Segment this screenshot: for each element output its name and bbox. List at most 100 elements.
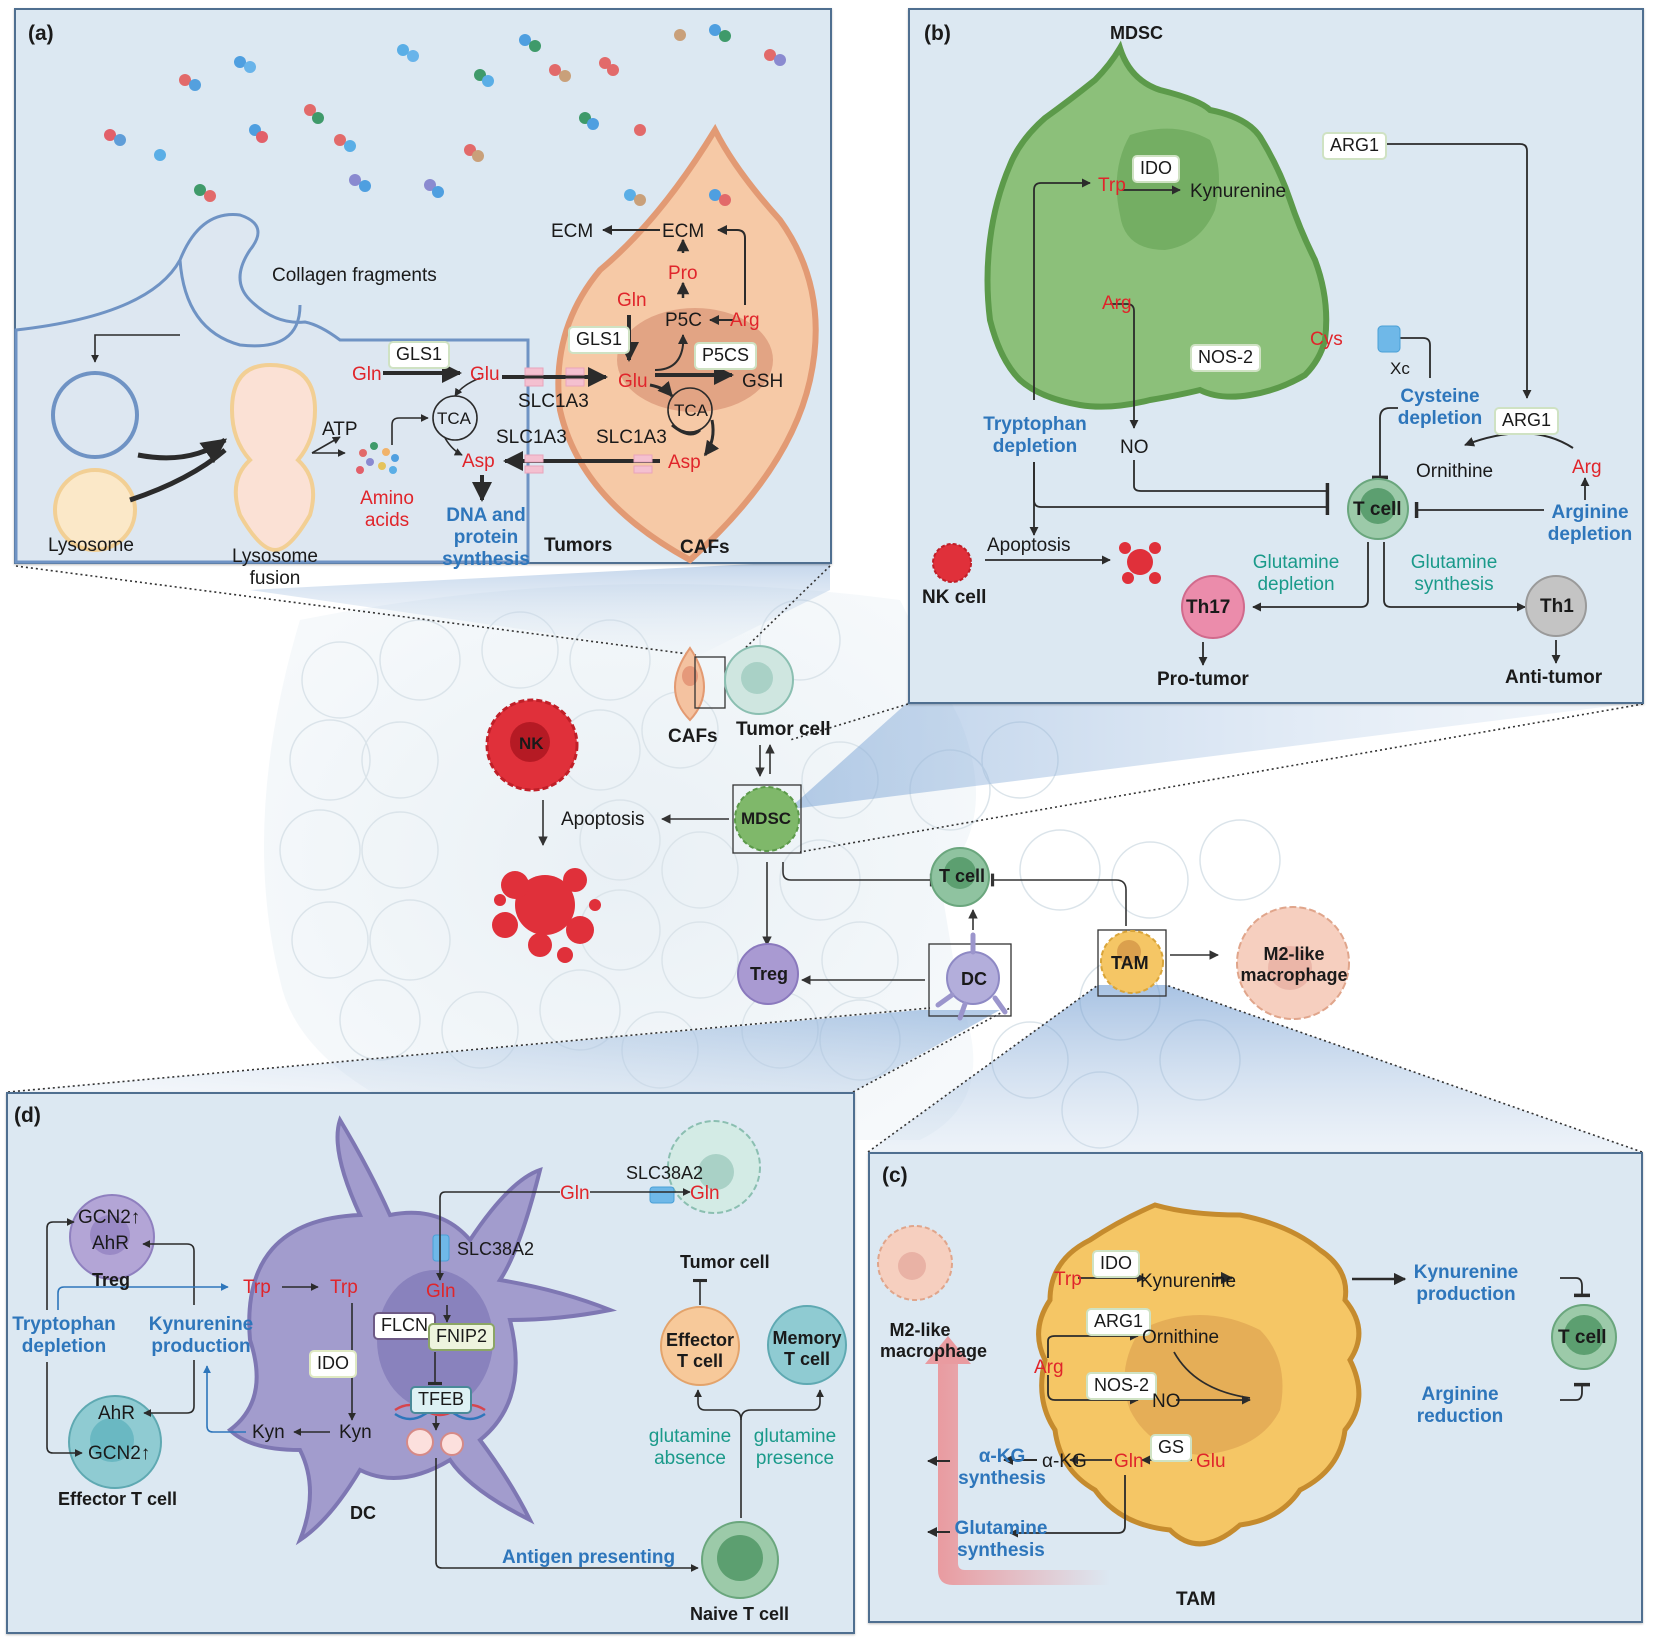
d-tryptophan-depletion: Tryptophan depletion xyxy=(4,1314,124,1358)
slc38a2-transporter-tumor-icon xyxy=(649,1186,675,1204)
b-t-cell-label: T cell xyxy=(1353,499,1402,520)
d-glutamine-presence-line2: presence xyxy=(755,1447,835,1469)
b-th17-label: Th17 xyxy=(1186,597,1231,618)
lysosome-label: Lysosome xyxy=(48,535,134,556)
b-nk-cell-label: NK cell xyxy=(922,587,987,608)
amino-acids-label: Amino acids xyxy=(352,488,422,532)
caf-gsh: GSH xyxy=(742,371,784,392)
dna-line1: DNA and xyxy=(446,505,526,526)
ecm-outer: ECM xyxy=(551,221,594,242)
c-ido-enzyme: IDO xyxy=(1092,1250,1141,1278)
c-m2-line2: macrophage xyxy=(880,1340,988,1361)
d-tryptophan-line1: Tryptophan xyxy=(12,1314,116,1335)
tumor-tca: TCA xyxy=(437,409,471,428)
b-pro-tumor: Pro-tumor xyxy=(1157,669,1249,690)
collagen-fragments-label: Collagen fragments xyxy=(272,265,437,286)
d-trp-out: Trp xyxy=(243,1277,271,1298)
center-mdsc-label: MDSC xyxy=(741,809,792,828)
d-gln-tumor: Gln xyxy=(690,1183,720,1204)
d-trp-in: Trp xyxy=(330,1277,358,1298)
lysosome-vesicle-icon xyxy=(406,1428,434,1456)
caf-p5c: P5C xyxy=(665,310,702,331)
caf-gln: Gln xyxy=(617,290,647,311)
d-effector-cell-label: Effector T cell xyxy=(660,1330,740,1371)
d-tumor-cell-label: Tumor cell xyxy=(680,1252,770,1272)
b-glutamine-synthesis-line2: synthesis xyxy=(1414,573,1494,595)
b-arg-right: Arg xyxy=(1572,457,1602,478)
up-arrow-icon: ↑ xyxy=(130,1207,141,1228)
c-kynurenine-line1: Kynurenine xyxy=(1413,1262,1519,1283)
center-m2-label: M2-like macrophage xyxy=(1232,944,1356,985)
th1-cell-icon xyxy=(1525,575,1587,637)
tumor-gls1-enzyme: GLS1 xyxy=(388,341,451,369)
b-cysteine-line2: depletion xyxy=(1397,407,1483,429)
collagen-fragments-icon xyxy=(104,24,786,206)
apoptotic-nk-fragments-icon xyxy=(492,868,601,963)
d-tryptophan-line2: depletion xyxy=(21,1335,107,1357)
b-tryptophan-line1: Tryptophan xyxy=(983,414,1087,435)
center-tumor-cell-label: Tumor cell xyxy=(736,719,831,740)
lysosome-fusion-icon xyxy=(229,362,318,553)
d-kyn-out: Kyn xyxy=(252,1422,285,1443)
slc1a3-top-label: SLC1A3 xyxy=(518,391,589,412)
d-memory-cell-icon xyxy=(767,1305,847,1385)
b-ornithine: Ornithine xyxy=(1416,461,1494,482)
slc1a3-transporter-icon xyxy=(524,367,653,474)
callout-funnel-b xyxy=(790,702,1643,808)
d-kynurenine-production: Kynurenine production xyxy=(145,1314,257,1358)
center-treg-label: Treg xyxy=(750,964,789,984)
m2-polarization-arrow xyxy=(938,1360,1110,1585)
center-tam-label: TAM xyxy=(1111,953,1149,973)
d-treg-label: Treg xyxy=(92,1270,131,1290)
c-kynurenine: Kynurenine xyxy=(1140,1271,1237,1292)
caf-arg: Arg xyxy=(730,310,760,331)
d-kynurenine-line1: Kynurenine xyxy=(148,1314,254,1335)
d-effector-line2: T cell xyxy=(676,1350,724,1371)
lysosome-fusion-label: Lysosome fusion xyxy=(232,546,318,590)
dna-line3: synthesis xyxy=(442,548,530,570)
tumor-asp: Asp xyxy=(462,451,495,472)
endosome-icon xyxy=(51,371,139,459)
c-m2-label: M2-like macrophage xyxy=(880,1320,988,1361)
up-arrow-icon: ↑ xyxy=(140,1443,151,1464)
b-glutamine-depletion-line2: depletion xyxy=(1257,573,1335,595)
panel-a-label: (a) xyxy=(28,22,54,45)
d-memory-line1: Memory xyxy=(772,1328,842,1348)
mdsc-cell-icon xyxy=(734,786,800,852)
callout-lines xyxy=(7,565,1644,1153)
center-m2-line2: macrophage xyxy=(1240,964,1348,985)
c-kynurenine-line2: production xyxy=(1416,1283,1516,1305)
b-arg1-bottom-enzyme: ARG1 xyxy=(1494,407,1560,435)
cafs-label: CAFs xyxy=(680,537,730,558)
lysosome-icon xyxy=(53,468,137,552)
b-nk-cell-icon xyxy=(932,543,972,583)
slc1a3-mid-left-label: SLC1A3 xyxy=(496,427,567,448)
c-t-cell-label: T cell xyxy=(1558,1327,1607,1348)
c-arg: Arg xyxy=(1034,1357,1064,1378)
d-glutamine-absence: glutamine absence xyxy=(642,1426,738,1470)
b-th1-label: Th1 xyxy=(1540,596,1574,617)
d-glutamine-absence-line1: glutamine xyxy=(648,1426,732,1447)
callout-funnel-a xyxy=(250,560,830,655)
c-gln: Gln xyxy=(1114,1451,1144,1472)
d-glutamine-presence: glutamine presence xyxy=(746,1426,844,1470)
caf-gls1-enzyme: GLS1 xyxy=(568,326,631,354)
b-trp: Trp xyxy=(1098,175,1126,196)
center-m2-line1: M2-like xyxy=(1263,944,1325,964)
b-no: NO xyxy=(1120,437,1149,458)
b-glutamine-depletion-line1: Glutamine xyxy=(1252,552,1340,573)
tumor-gln: Gln xyxy=(352,364,382,385)
callout-funnel-d xyxy=(6,1010,1000,1092)
b-arg: Arg xyxy=(1102,293,1132,314)
d-kyn-in: Kyn xyxy=(339,1422,372,1443)
center-t-cell-label: T cell xyxy=(939,866,986,886)
c-arginine-line2: reduction xyxy=(1416,1405,1504,1427)
b-apoptosis: Apoptosis xyxy=(987,535,1071,556)
c-glutamine-synthesis: Glutamine synthesis xyxy=(946,1518,1056,1562)
d-gln-dc: Gln xyxy=(426,1281,456,1302)
c-tam-label: TAM xyxy=(1176,1589,1216,1610)
amino-acids-icon xyxy=(356,442,399,474)
th17-cell-icon xyxy=(1181,575,1245,639)
